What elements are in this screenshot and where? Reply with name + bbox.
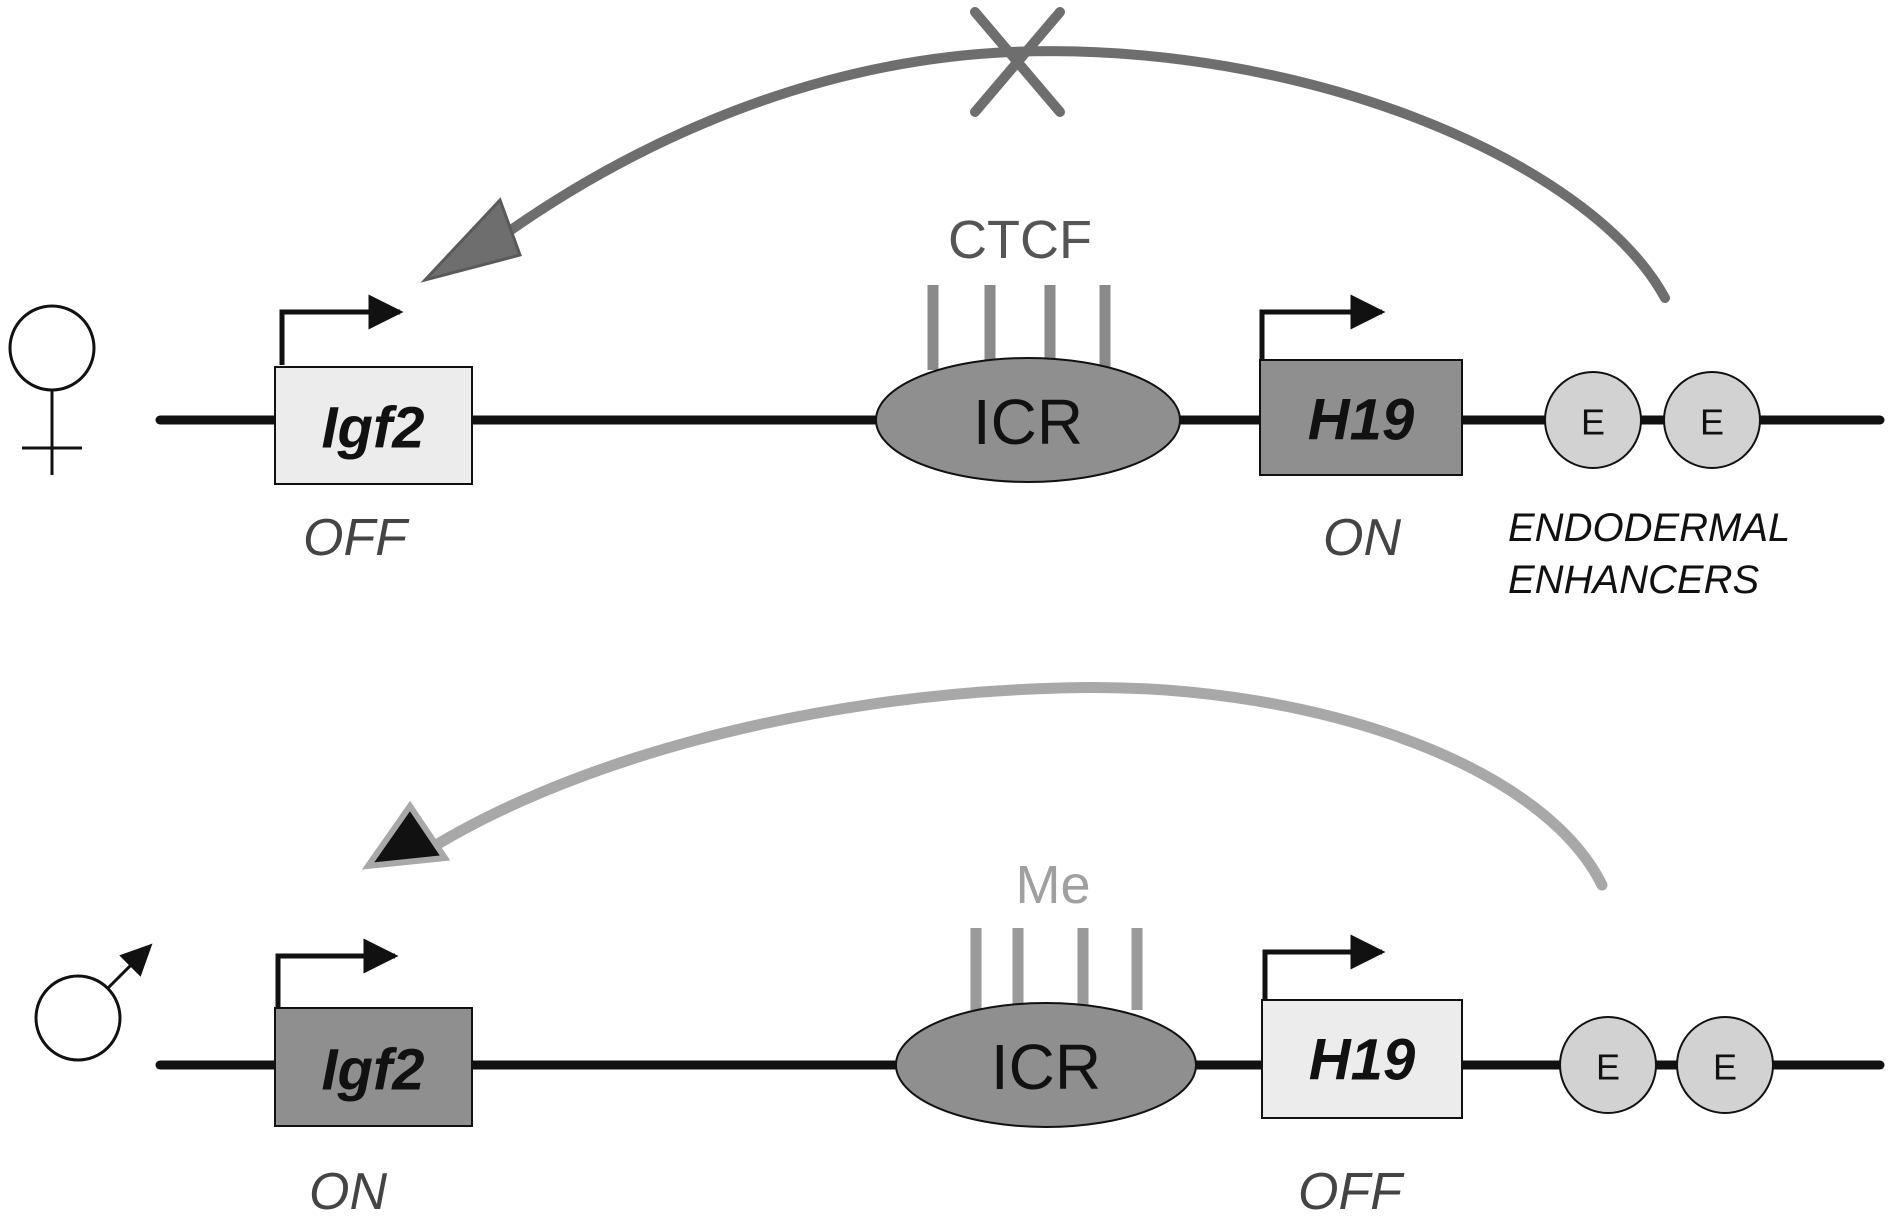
paternal-active-arrow xyxy=(414,681,1608,891)
female-symbol-icon xyxy=(8,304,96,475)
maternal-enhancer-1-label: E xyxy=(1581,402,1605,443)
male-symbol-icon xyxy=(34,943,153,1062)
paternal-enhancer-2-label: E xyxy=(1713,1047,1737,1088)
maternal-icr xyxy=(875,357,1181,483)
paternal-igf2-label: Igf2 xyxy=(321,1038,424,1103)
paternal-allele: Igf2 ON Me ICR H19 OFF E E xyxy=(34,681,1885,1221)
paternal-h19-label: H19 xyxy=(1309,1028,1415,1093)
maternal-h19-state: ON xyxy=(1323,509,1401,567)
paternal-enhancer-2 xyxy=(1676,1016,1774,1114)
methylation-bars xyxy=(970,928,1143,1010)
blocked-x-mark xyxy=(970,7,1065,117)
maternal-igf2-box xyxy=(274,366,473,485)
paternal-h19-state: OFF xyxy=(1298,1163,1405,1221)
maternal-h19-promoter-arrow xyxy=(1259,294,1386,362)
maternal-blocked-arrowhead xyxy=(420,197,522,283)
paternal-igf2-promoter-arrow xyxy=(275,938,399,1010)
enhancers-caption-line2: ENHANCERS xyxy=(1508,558,1759,602)
maternal-enhancer-2 xyxy=(1663,371,1761,469)
paternal-h19-box xyxy=(1261,999,1463,1119)
paternal-h19-promoter-arrow xyxy=(1262,934,1386,1002)
maternal-icr-label: ICR xyxy=(973,386,1083,458)
maternal-allele: Igf2 OFF CTCF ICR H19 ON E E ENDODERMAL … xyxy=(8,7,1885,602)
paternal-enhancer-1 xyxy=(1559,1016,1657,1114)
maternal-enhancer-2-label: E xyxy=(1700,402,1724,443)
paternal-icr-label: ICR xyxy=(991,1031,1101,1103)
paternal-active-arrowhead xyxy=(361,800,451,870)
paternal-enhancer-1-label: E xyxy=(1596,1047,1620,1088)
ctcf-label: CTCF xyxy=(948,210,1092,270)
methylation-label: Me xyxy=(1015,855,1090,915)
enhancers-caption-line1: ENDODERMAL xyxy=(1508,506,1790,550)
maternal-h19-box xyxy=(1259,359,1463,476)
maternal-igf2-label: Igf2 xyxy=(321,396,424,461)
paternal-igf2-state: ON xyxy=(309,1163,387,1221)
ctcf-bars xyxy=(927,285,1111,370)
paternal-icr xyxy=(895,1002,1197,1128)
maternal-enhancer-1 xyxy=(1544,371,1642,469)
maternal-igf2-promoter-arrow xyxy=(279,294,404,365)
paternal-igf2-box xyxy=(274,1007,473,1127)
maternal-h19-label: H19 xyxy=(1308,388,1414,453)
maternal-igf2-state: OFF xyxy=(303,509,410,567)
